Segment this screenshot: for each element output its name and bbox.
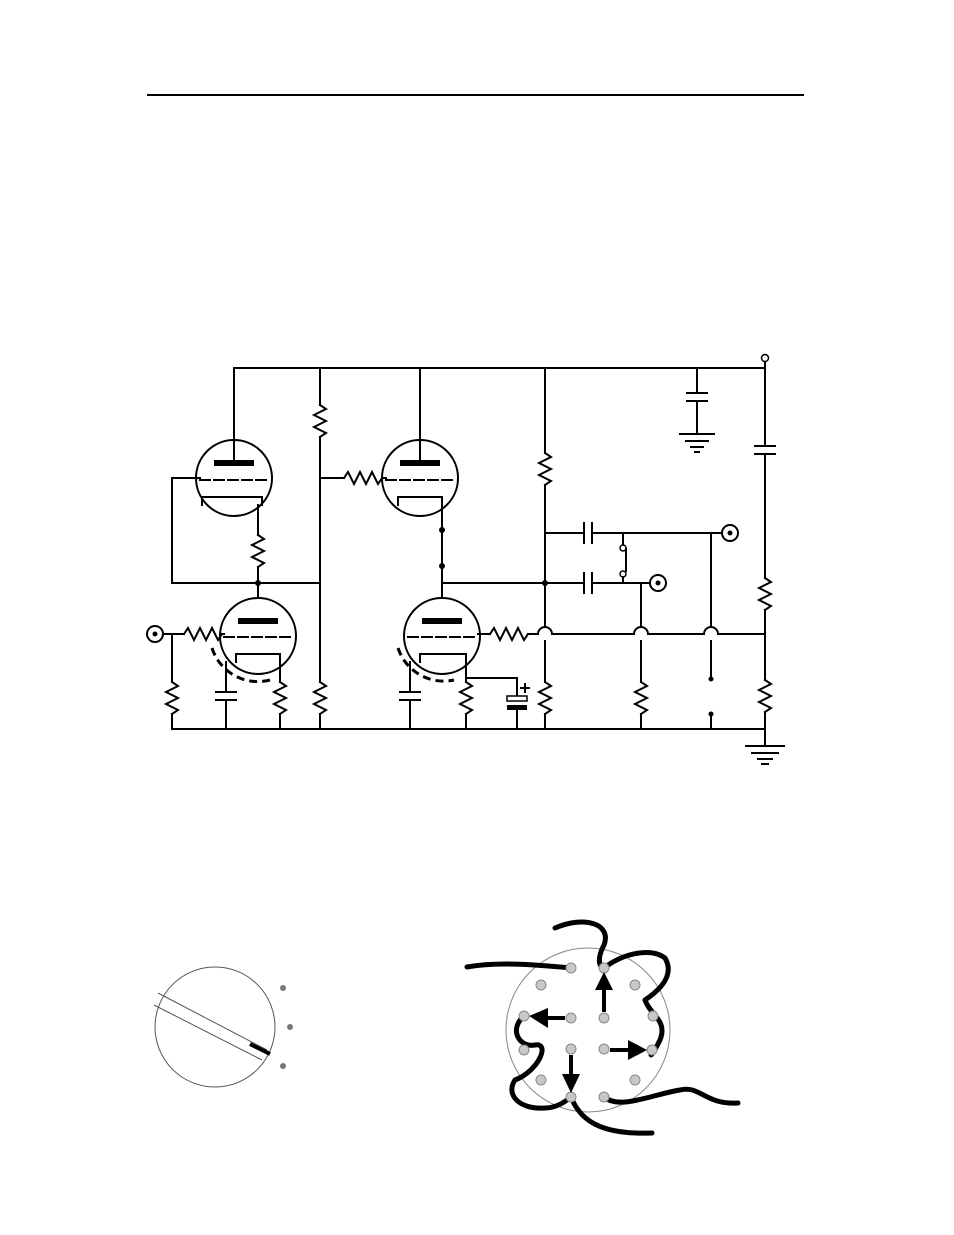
v1-cathode-resistor xyxy=(252,505,264,598)
socket-pin xyxy=(647,1045,657,1055)
knob-body xyxy=(155,967,275,1087)
socket-pin xyxy=(630,1075,640,1085)
shunt-resistor-right xyxy=(759,680,771,746)
feedback-resistor-right xyxy=(759,578,771,680)
output-load-resistor xyxy=(635,583,647,729)
socket-outline xyxy=(506,948,670,1112)
v1-grid-loop xyxy=(172,478,318,583)
socket-pin xyxy=(599,1044,609,1054)
socket-pin xyxy=(648,1011,658,1021)
coupling-resistor xyxy=(320,472,386,484)
socket-pin xyxy=(566,1013,576,1023)
output-capacitor-lower xyxy=(545,573,650,593)
amplifier-schematic xyxy=(147,355,784,765)
b-plus-rail xyxy=(234,355,769,369)
rotary-knob xyxy=(154,967,293,1087)
decoupling-capacitor xyxy=(687,368,707,434)
socket-pin xyxy=(519,1011,529,1021)
plate-load-resistor-1 xyxy=(314,368,326,729)
plate-load-resistor-2 xyxy=(539,368,551,729)
ground-symbol-upper xyxy=(680,434,714,452)
tube-v2 xyxy=(212,598,296,682)
detent-dot-1 xyxy=(280,985,286,991)
socket-pin xyxy=(599,1013,609,1023)
v2-cathode-capacitor xyxy=(216,662,236,729)
grid-leak-resistor xyxy=(166,682,178,729)
ground-symbol-lower xyxy=(746,746,784,764)
output-jack-lower xyxy=(650,575,666,591)
socket-pin xyxy=(630,980,640,990)
series-capacitor-right xyxy=(755,368,775,578)
b-plus-terminal xyxy=(762,355,769,362)
tube-v1 xyxy=(196,368,272,516)
output-link-switch xyxy=(620,533,626,583)
socket-pin xyxy=(536,980,546,990)
socket-pin xyxy=(536,1075,546,1085)
socket-pin xyxy=(519,1045,529,1055)
socket-pin xyxy=(599,1092,609,1102)
output-capacitor-upper xyxy=(545,523,722,543)
socket-pin xyxy=(566,1044,576,1054)
detent-dot-2 xyxy=(287,1024,293,1030)
tube-socket xyxy=(467,922,738,1133)
output-jack-upper xyxy=(722,525,738,541)
v4-grid-resistor xyxy=(478,627,765,640)
socket-pin xyxy=(566,1092,576,1102)
socket-pin xyxy=(566,963,576,973)
tube-v3 xyxy=(382,368,458,598)
detent-dot-3 xyxy=(280,1063,286,1069)
socket-pin xyxy=(599,963,609,973)
v2-cathode-resistor xyxy=(274,662,286,729)
feedback-switch xyxy=(709,533,714,729)
input-jack xyxy=(147,626,224,682)
